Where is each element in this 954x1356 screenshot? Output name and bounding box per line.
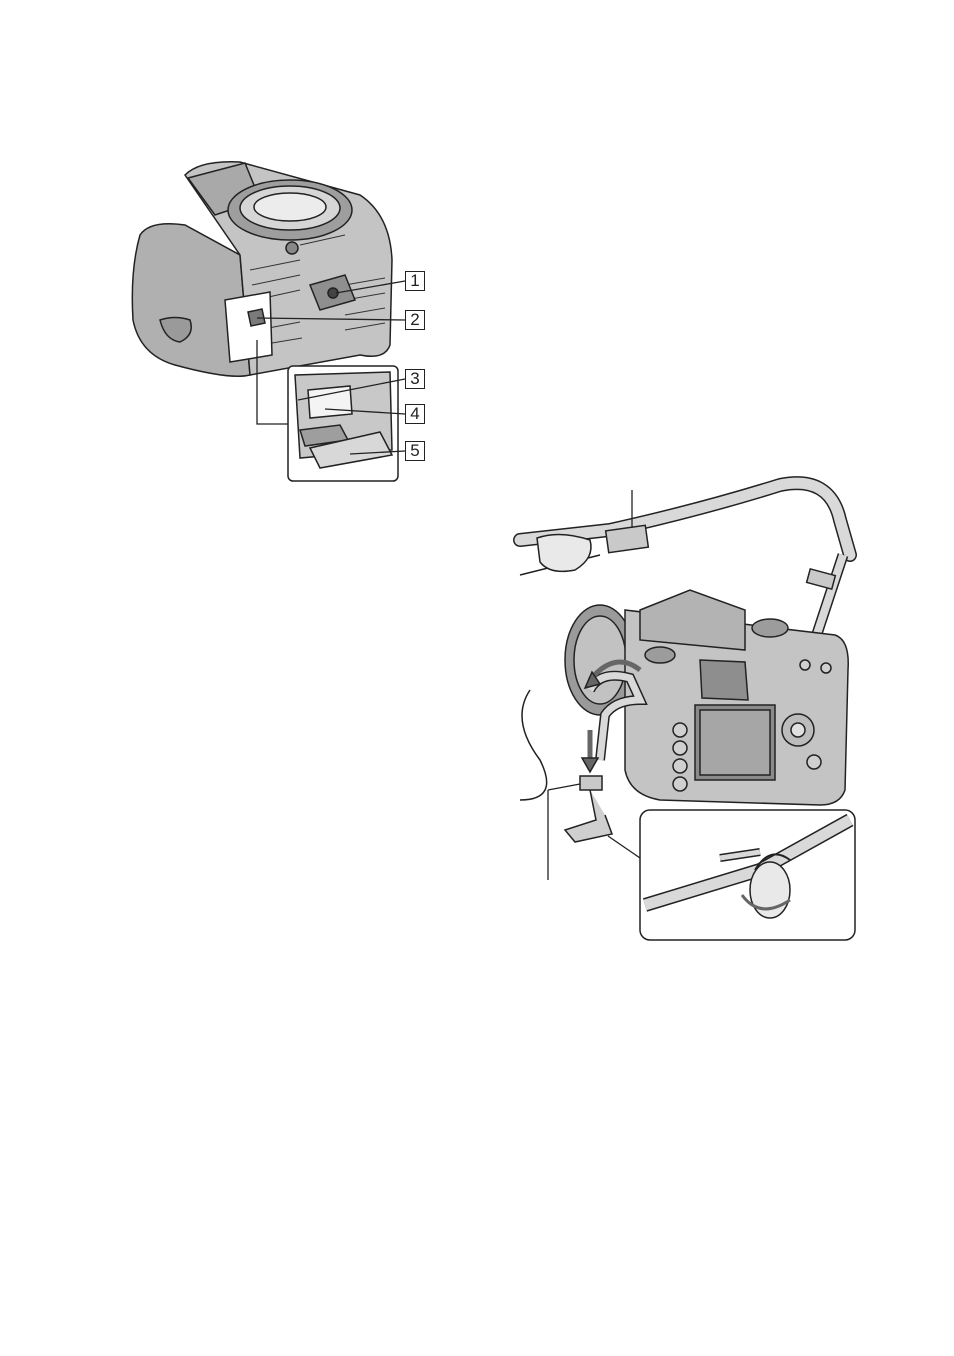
callout-number-1: 1 bbox=[405, 271, 425, 291]
callout-number-2: 2 bbox=[405, 310, 425, 330]
callout-number-4: 4 bbox=[405, 404, 425, 424]
strap-attachment-illustration bbox=[520, 483, 855, 940]
battery-compartment-inset bbox=[288, 366, 405, 481]
callout-number-5: 5 bbox=[405, 441, 425, 461]
callout-number-3: 3 bbox=[405, 369, 425, 389]
